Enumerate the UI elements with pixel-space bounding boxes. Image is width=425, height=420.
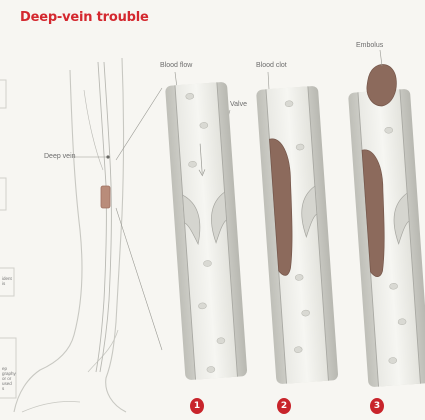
side-text-fragment-1: ident is — [2, 276, 12, 286]
step-badge-3: 3 — [370, 398, 384, 414]
vessel-step-3 — [348, 89, 425, 388]
deep-vein-path — [84, 62, 111, 372]
label-embolus: Embolus — [356, 42, 383, 49]
side-text-fragment-2: ep graphy or or used s — [2, 366, 16, 391]
leg-clot-marker — [101, 186, 110, 208]
step-badge-2: 2 — [277, 398, 291, 414]
vessel-step-2 — [256, 86, 338, 385]
vessel-step-1 — [165, 82, 247, 381]
leg-outline — [14, 58, 126, 412]
label-deep-vein: Deep vein — [44, 153, 76, 160]
label-blood-flow: Blood flow — [160, 62, 192, 69]
step-badge-1: 1 — [190, 398, 204, 414]
label-valve: Valve — [230, 101, 247, 108]
side-boxes — [0, 80, 16, 398]
label-blood-clot: Blood clot — [256, 62, 287, 69]
